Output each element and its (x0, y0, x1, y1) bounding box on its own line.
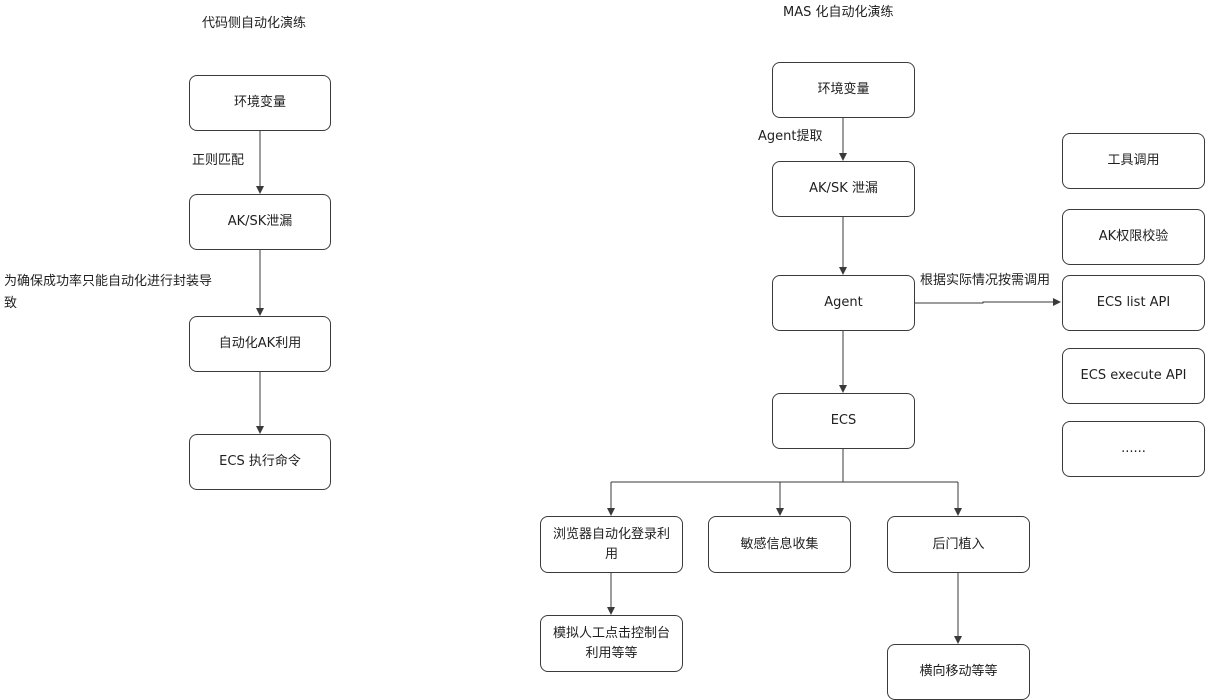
tool-node-ecs-execute-api: ECS execute API (1062, 348, 1205, 404)
left-node-env-vars: 环境变量 (189, 75, 331, 131)
left-node-auto-ak-use: 自动化AK利用 (189, 316, 331, 372)
right-node-ecs: ECS (772, 393, 915, 449)
right-node-aksk-leak: AK/SK 泄漏 (772, 161, 915, 217)
right-node-backdoor: 后门植入 (887, 516, 1030, 573)
edge-agent-to-tools (914, 298, 1061, 306)
left-node-ecs-exec: ECS 执行命令 (189, 434, 331, 490)
right-edge-label-extract: Agent提取 (758, 129, 823, 144)
tool-node-more: ...... (1062, 421, 1205, 477)
right-node-env-vars: 环境变量 (772, 62, 915, 118)
right-edge-label-on-demand: 根据实际情况按需调用 (920, 273, 1051, 288)
tool-node-tool-call: 工具调用 (1062, 133, 1205, 189)
left-edge-label-regex: 正则匹配 (192, 153, 245, 168)
left-edge-label-reason: 为确保成功率只能自动化进行封装导致 (4, 274, 213, 311)
tool-node-ak-permission-check: AK权限校验 (1062, 209, 1205, 265)
left-diagram-title: 代码侧自动化演练 (202, 16, 307, 31)
right-node-agent: Agent (772, 275, 915, 331)
tool-node-ecs-list-api: ECS list API (1062, 275, 1205, 331)
right-node-lateral-move: 横向移动等等 (887, 644, 1030, 700)
left-node-aksk-leak: AK/SK泄漏 (189, 194, 331, 250)
right-node-browser-login: 浏览器自动化登录利用 (540, 516, 683, 573)
right-node-simulate-console: 模拟人工点击控制台利用等等 (540, 615, 683, 672)
right-diagram-title: MAS 化自动化演练 (783, 5, 894, 20)
right-node-sensitive-collect: 敏感信息收集 (708, 516, 851, 573)
